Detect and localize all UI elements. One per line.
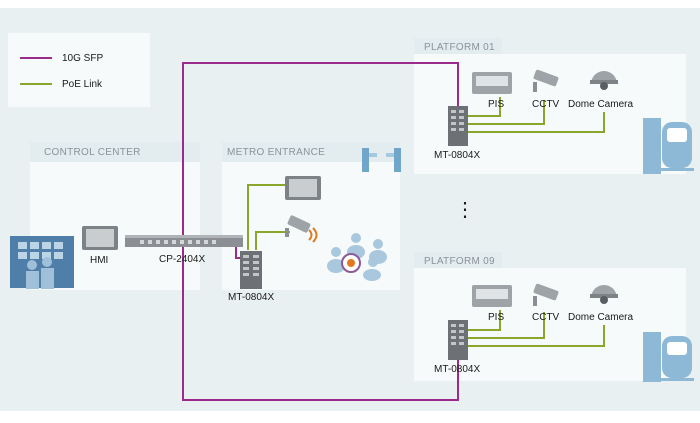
gate-icon <box>362 148 401 172</box>
platform-top-cctv: CCTV <box>532 69 560 110</box>
platform-top-switch: MT-0804X <box>434 106 480 161</box>
poe-link-cctv-bottom <box>468 312 545 339</box>
poe-link-pis-bottom <box>468 310 501 331</box>
legend-poe-label: PoE Link <box>62 79 103 90</box>
cctv-label: CCTV <box>532 99 560 110</box>
zone-title: PLATFORM 09 <box>424 256 495 267</box>
poe-link-dome-top <box>468 112 605 133</box>
zone-title: METRO ENTRANCE <box>227 147 325 158</box>
poe-link-dome-bottom <box>468 325 605 347</box>
poe-links <box>247 97 605 347</box>
entrance-switch-icon <box>240 251 262 289</box>
platform-bottom-pis: PIS <box>472 285 512 323</box>
pis-label: PIS <box>488 99 504 110</box>
platform-bottom-cctv: CCTV <box>532 283 560 323</box>
legend-sfp-label: 10G SFP <box>62 53 103 64</box>
zone-header <box>30 142 200 162</box>
zone-title: CONTROL CENTER <box>44 147 141 158</box>
legend-box <box>8 33 150 107</box>
entrance-switch-label: MT-0804X <box>228 292 274 303</box>
entrance-camera-icon <box>285 215 318 243</box>
dome-camera-label: Dome Camera <box>568 312 633 323</box>
cctv-icon <box>533 283 559 301</box>
entrance-switch: MT-0804X <box>228 251 274 303</box>
switch-label: MT-0804X <box>434 364 480 375</box>
platform-top-dome: Dome Camera <box>568 71 633 110</box>
core-switch: CP-2404X <box>125 235 243 265</box>
more-platforms-ellipsis: ⋮ <box>455 199 475 221</box>
hmi-label: HMI <box>90 255 108 266</box>
control-room-icon <box>10 236 74 289</box>
platform-top-pis: PIS <box>472 72 512 110</box>
entrance-panel-icon <box>285 176 321 200</box>
switch-label: MT-0804X <box>434 150 480 161</box>
core-switch-label: CP-2404X <box>159 254 205 265</box>
poe-link-entrance-panel <box>247 184 285 250</box>
zone-tab <box>414 38 502 54</box>
platform-bottom-dome: Dome Camera <box>568 285 633 323</box>
zone-header <box>222 142 400 162</box>
sfp-link-platform-bottom <box>182 240 459 401</box>
sfp-link-platform-top <box>182 62 459 240</box>
poe-link-cctv-top <box>468 100 545 125</box>
dome-camera-label: Dome Camera <box>568 99 633 110</box>
train-icon-bottom <box>643 332 694 382</box>
pis-label: PIS <box>488 312 504 323</box>
cctv-label: CCTV <box>532 312 560 323</box>
zone-title: PLATFORM 01 <box>424 42 495 53</box>
poe-link-pis-top <box>468 97 501 117</box>
zone-tab <box>414 252 502 268</box>
legend: 10G SFP PoE Link <box>8 33 150 107</box>
hmi-device: HMI <box>82 226 118 266</box>
poe-link-entrance-camera <box>255 231 290 250</box>
platform-bottom-switch: MT-0804X <box>434 320 480 375</box>
passenger-crowd-icon <box>327 233 387 281</box>
cctv-icon <box>533 69 559 87</box>
train-icon-top <box>643 118 694 174</box>
